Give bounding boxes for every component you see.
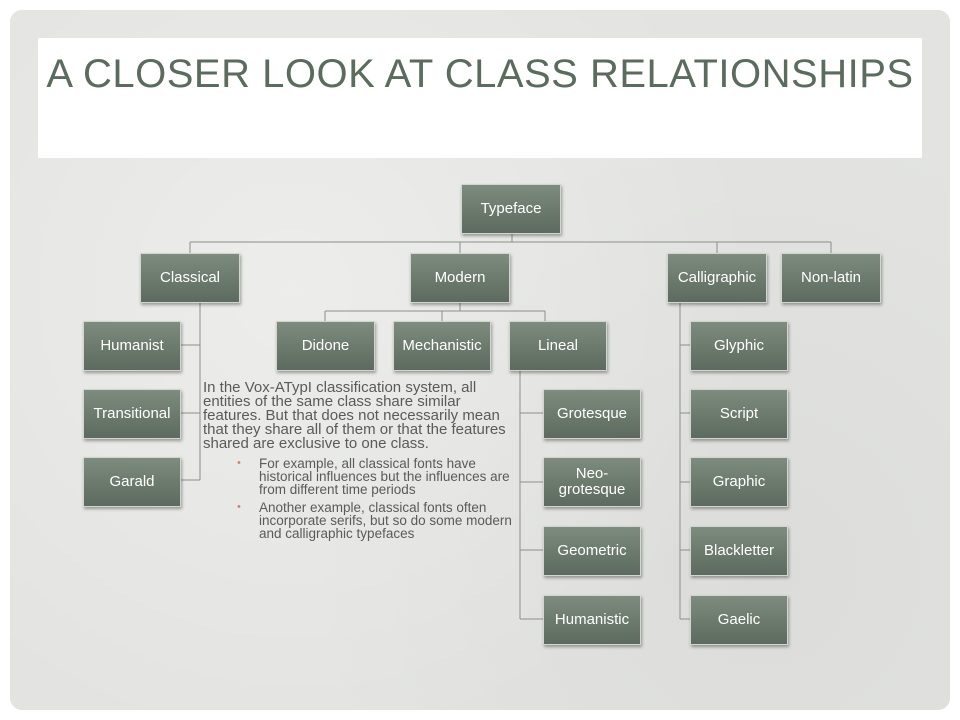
bullet-item: • Another example, classical fonts often … — [237, 500, 521, 541]
node-grotesque: Grotesque — [543, 389, 641, 439]
bullet-icon: • — [237, 457, 241, 469]
node-non-latin: Non-latin — [781, 253, 881, 303]
node-didone: Didone — [276, 321, 375, 371]
node-geometric: Geometric — [543, 526, 641, 576]
node-transitional: Transitional — [83, 389, 181, 439]
bullet-text: Another example, classical fonts often i… — [259, 500, 512, 541]
bullet-list: • For example, all classical fonts have h… — [203, 456, 521, 541]
node-humanistic: Humanistic — [543, 595, 641, 645]
node-script: Script — [690, 389, 788, 439]
node-modern: Modern — [410, 253, 510, 303]
body-text: In the Vox-ATypI classification system, … — [203, 379, 521, 545]
slide-title: A CLOSER LOOK AT CLASS RELATIONSHIPS — [46, 52, 914, 96]
node-mechanistic: Mechanistic — [393, 321, 491, 371]
node-humanist: Humanist — [83, 321, 181, 371]
node-garald: Garald — [83, 457, 181, 507]
bullet-item: • For example, all classical fonts have h… — [237, 456, 521, 497]
node-graphic: Graphic — [690, 457, 788, 507]
node-typeface: Typeface — [461, 184, 561, 234]
bullet-text: For example, all classical fonts have hi… — [259, 456, 510, 497]
node-neo-grotesque: Neo-grotesque — [543, 457, 641, 507]
node-classical: Classical — [140, 253, 240, 303]
node-glyphic: Glyphic — [690, 321, 788, 371]
title-box: A CLOSER LOOK AT CLASS RELATIONSHIPS — [38, 38, 922, 158]
node-blackletter: Blackletter — [690, 526, 788, 576]
node-calligraphic: Calligraphic — [667, 253, 767, 303]
node-lineal: Lineal — [509, 321, 607, 371]
bullet-icon: • — [237, 501, 241, 513]
body-paragraph: In the Vox-ATypI classification system, … — [203, 379, 506, 452]
node-gaelic: Gaelic — [690, 595, 788, 645]
